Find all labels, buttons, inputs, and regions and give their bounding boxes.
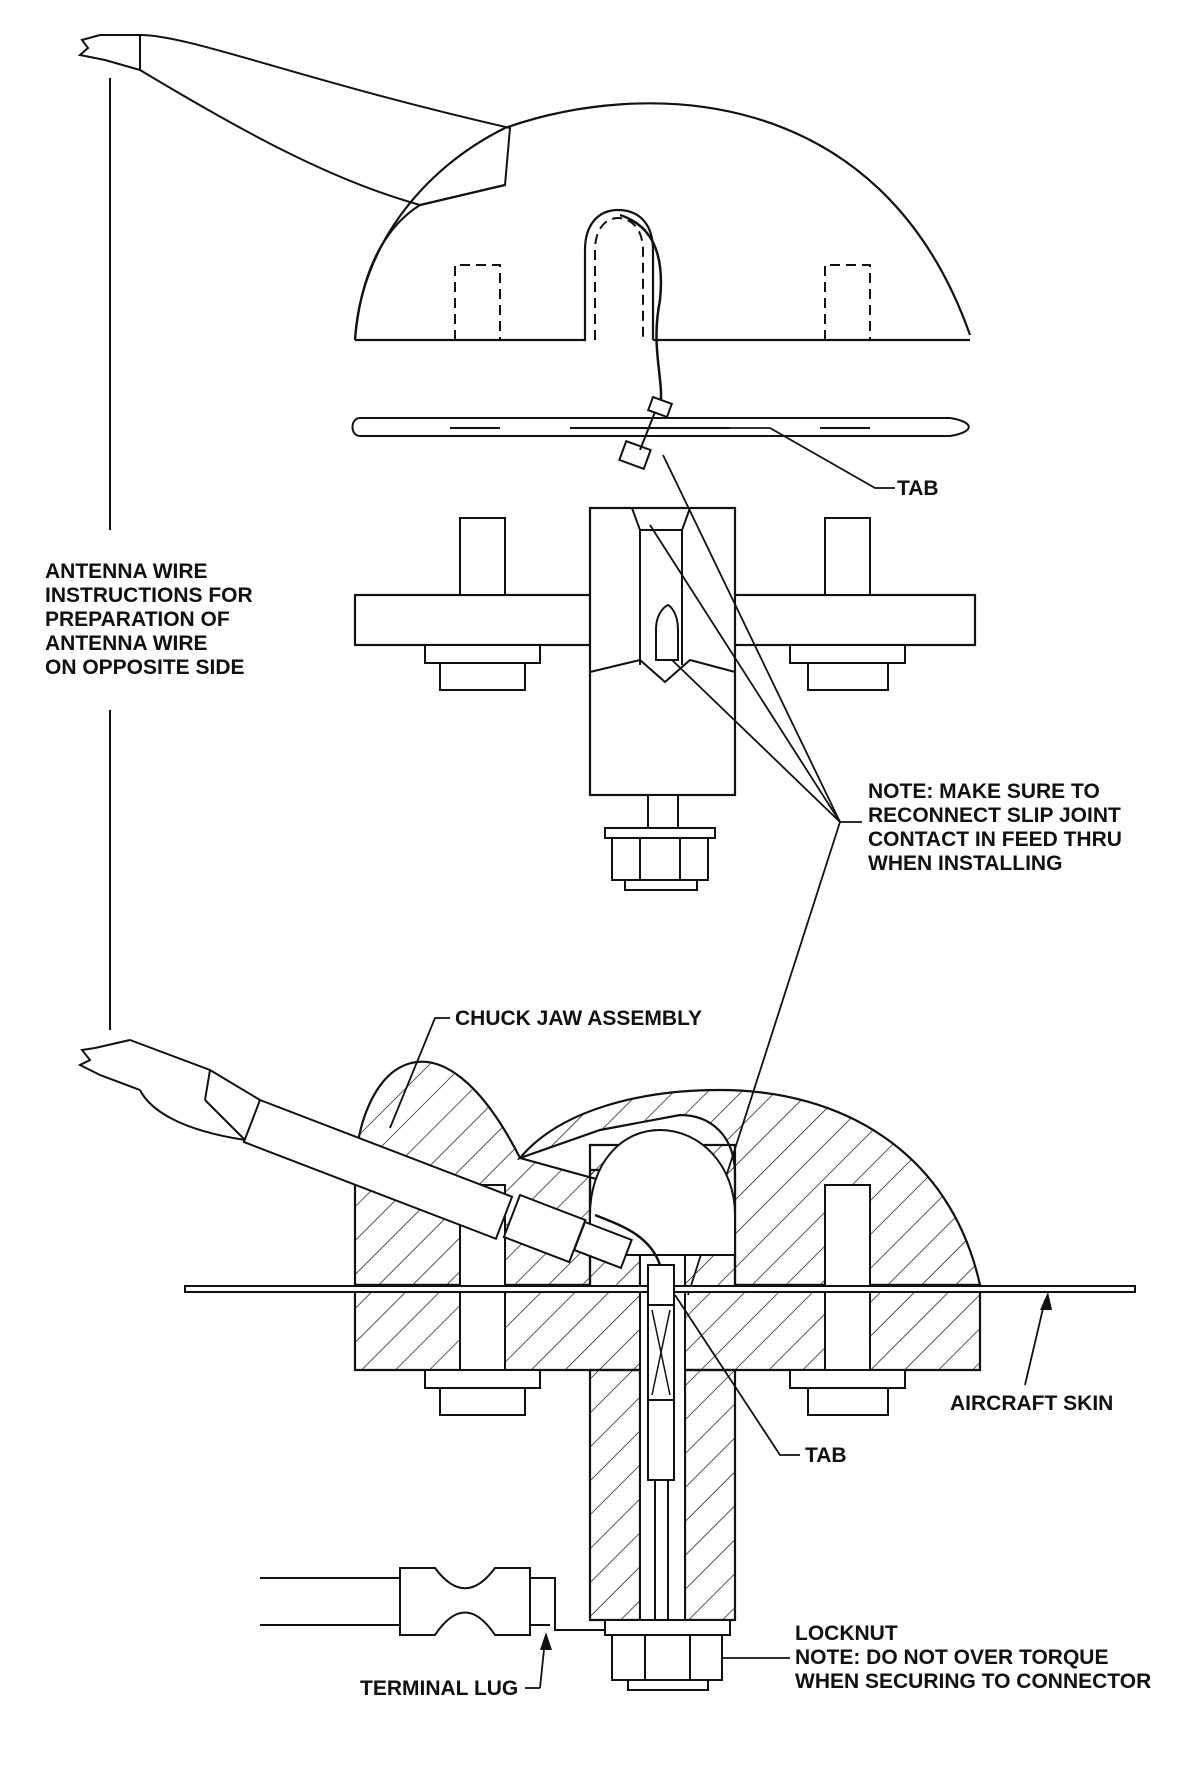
antenna-wire-top [619, 213, 663, 411]
dome-housing-top [353, 102, 972, 342]
svg-text:PREPARATION OF: PREPARATION OF [45, 608, 230, 631]
svg-text:RECONNECT SLIP JOINT: RECONNECT SLIP JOINT [868, 804, 1121, 827]
svg-text:CONTACT IN FEED THRU: CONTACT IN FEED THRU [868, 828, 1122, 851]
antenna-blade-bottom [77, 1038, 633, 1270]
slip-joint-note: NOTE: MAKE SURE TO RECONNECT SLIP JOINT … [868, 780, 1122, 875]
aircraft-skin-label: AIRCRAFT SKIN [950, 1392, 1113, 1415]
locknut-installed [604, 1619, 731, 1691]
gasket [351, 417, 970, 437]
tab-leader-bottom [674, 1294, 800, 1456]
svg-text:ANTENNA WIRE: ANTENNA WIRE [45, 632, 208, 655]
terminal-lug-assembly [260, 1567, 615, 1636]
tab-label-bottom: TAB [805, 1444, 847, 1467]
terminal-lug-leader [525, 1632, 552, 1689]
svg-text:NOTE: DO NOT OVER TORQUE: NOTE: DO NOT OVER TORQUE [795, 1646, 1108, 1669]
studs-installed [424, 1184, 906, 1416]
svg-text:WHEN INSTALLING: WHEN INSTALLING [868, 852, 1062, 875]
svg-text:ON OPPOSITE SIDE: ON OPPOSITE SIDE [45, 656, 245, 679]
antenna-wire-installed [594, 1213, 662, 1266]
svg-text:NOTE: MAKE SURE TO: NOTE: MAKE SURE TO [868, 780, 1100, 803]
chuck-jaw-leader [389, 1017, 450, 1129]
terminal-lug-label: TERMINAL LUG [360, 1677, 518, 1700]
svg-text:ANTENNA WIRE: ANTENNA WIRE [45, 560, 208, 583]
antenna-blade-top [77, 34, 512, 207]
dome-top-cavity [589, 1128, 736, 1256]
aircraft-skin-leader [1024, 1292, 1052, 1386]
svg-text:WHEN SECURING TO CONNECTOR: WHEN SECURING TO CONNECTOR [795, 1670, 1151, 1693]
studs-top [424, 517, 906, 691]
slip-joint-contact-top [618, 395, 674, 471]
chuck-jaw-label: CHUCK JAW ASSEMBLY [455, 1007, 702, 1030]
tab-label-top: TAB [897, 477, 939, 500]
slip-joint-contact-installed [647, 1264, 675, 1625]
locknut-note: LOCKNUT NOTE: DO NOT OVER TORQUE WHEN SE… [795, 1622, 1151, 1693]
locknut-top [604, 794, 716, 891]
antenna-wire-label: ANTENNA WIRE INSTRUCTIONS FOR PREPARATIO… [45, 560, 253, 679]
tab-leader-top [730, 427, 895, 489]
svg-text:LOCKNUT: LOCKNUT [795, 1622, 898, 1645]
svg-text:INSTRUCTIONS FOR: INSTRUCTIONS FOR [45, 584, 253, 607]
dome-recesses-top [454, 216, 871, 340]
